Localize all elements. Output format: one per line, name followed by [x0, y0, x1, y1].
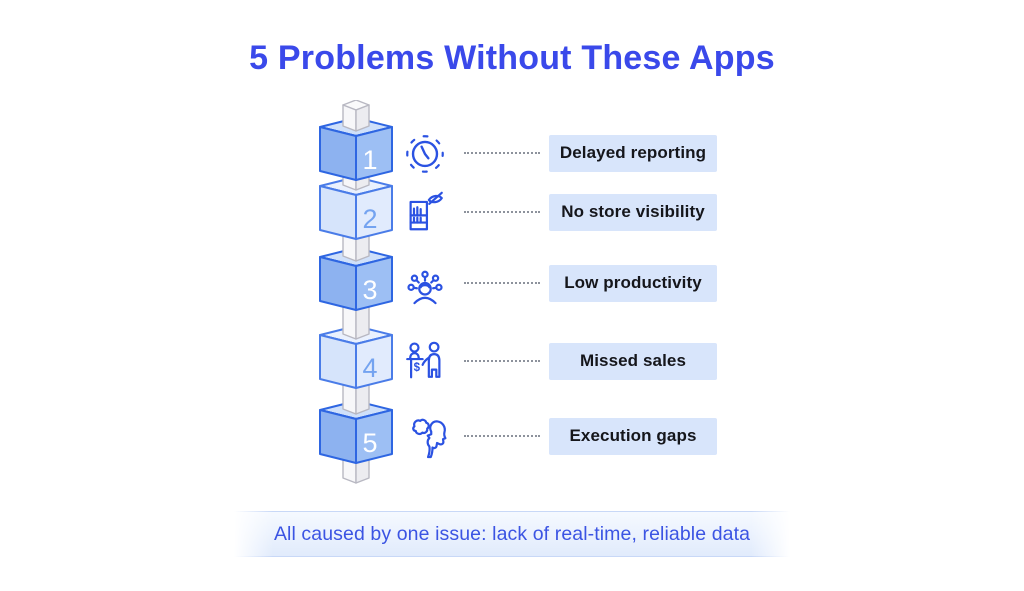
problem-row: $ Missed sales [402, 338, 717, 384]
cube-right-face [355, 256, 393, 311]
column-right-face [355, 104, 370, 132]
cashier-customer-icon-svg: $ [406, 341, 441, 379]
cashier-customer-icon: $ [402, 338, 448, 384]
store-hidden-icon-svg [409, 191, 443, 231]
dotted-connector [464, 360, 540, 362]
clock-icon [402, 130, 448, 176]
cube-number: 2 [362, 204, 377, 234]
cube: 4 [319, 334, 393, 389]
dotted-connector [464, 152, 540, 154]
fragmented-head-icon [402, 413, 448, 459]
svg-text:$: $ [414, 362, 421, 374]
cube-left-face [319, 334, 357, 389]
problem-label: Low productivity [549, 264, 717, 302]
cube: 5 [319, 409, 393, 464]
cube-left-face [319, 409, 357, 464]
column-segment [342, 100, 370, 132]
footer-text: All caused by one issue: lack of real-ti… [273, 522, 751, 545]
dotted-connector [464, 435, 540, 437]
page-title: 5 Problems Without These Apps [249, 39, 775, 77]
person-burnout-icon-svg [407, 270, 443, 305]
dotted-connector [464, 282, 540, 284]
cube-stack: 1 2 3 4 5 [319, 100, 393, 484]
cube: 1 [319, 126, 393, 181]
problem-row: No store visibility [402, 189, 717, 235]
fragmented-head-icon-svg [412, 418, 447, 459]
cube-right-face [355, 409, 393, 464]
column-left-face [342, 104, 357, 132]
cube-right-face [355, 185, 393, 240]
problem-label: No store visibility [549, 193, 717, 231]
cube: 2 [319, 185, 393, 240]
cube-right-face [355, 126, 393, 181]
problem-row: Delayed reporting [402, 130, 717, 176]
cube-left-face [319, 256, 357, 311]
problem-label: Delayed reporting [549, 134, 717, 172]
cube-right-face [355, 334, 393, 389]
problem-label: Missed sales [549, 342, 717, 380]
footer-banner: All caused by one issue: lack of real-ti… [234, 511, 790, 557]
store-hidden-icon [402, 189, 448, 235]
cube: 3 [319, 256, 393, 311]
cube-left-face [319, 185, 357, 240]
problem-label: Execution gaps [549, 417, 717, 455]
clock-icon-svg [406, 135, 444, 173]
problem-row: Low productivity [402, 260, 717, 306]
cube-number: 5 [362, 428, 377, 458]
cube-number: 3 [362, 275, 377, 305]
dotted-connector [464, 211, 540, 213]
person-burnout-icon [402, 260, 448, 306]
cube-number: 4 [362, 353, 377, 383]
problem-row: Execution gaps [402, 413, 717, 459]
cube-left-face [319, 126, 357, 181]
cube-number: 1 [362, 145, 377, 175]
